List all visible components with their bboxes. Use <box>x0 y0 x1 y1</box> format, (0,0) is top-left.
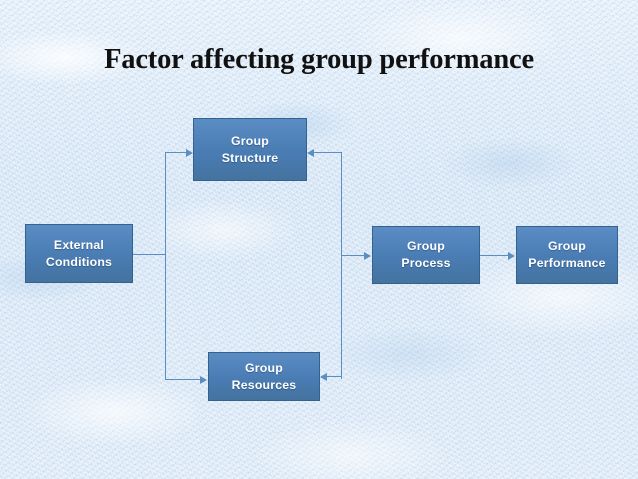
connector-external-stub <box>133 254 166 255</box>
connector-left-trunk <box>165 152 166 380</box>
arrowhead-into-group-resources-right <box>320 373 327 381</box>
connector-process-to-performance-line <box>480 255 509 256</box>
node-group-process-line2: Process <box>401 256 451 270</box>
node-group-performance[interactable]: Group Performance <box>516 226 618 284</box>
connector-resources-feedback-line <box>327 376 342 377</box>
arrowhead-into-group-performance <box>508 252 515 260</box>
arrowhead-into-group-structure-left <box>186 149 193 157</box>
arrowhead-into-group-resources-left <box>200 376 207 384</box>
node-group-structure-line1: Group <box>231 133 269 148</box>
node-external-conditions-line2: Conditions <box>45 254 113 269</box>
node-group-structure[interactable]: Group Structure <box>193 118 307 181</box>
node-group-resources[interactable]: Group Resources <box>208 352 320 401</box>
node-group-process-line1: Group <box>407 239 445 253</box>
arrowhead-into-group-process <box>364 252 371 260</box>
connector-external-to-structure-line <box>165 152 187 153</box>
node-external-conditions-line1: External <box>53 237 105 252</box>
connector-external-to-resources-line <box>165 379 201 380</box>
node-external-conditions[interactable]: External Conditions <box>25 224 133 283</box>
node-group-resources-line2: Resources <box>231 377 297 392</box>
connector-structure-feedback-line <box>314 152 342 153</box>
arrowhead-into-group-structure-right <box>307 149 314 157</box>
page-title: Factor affecting group performance <box>104 44 534 75</box>
node-group-performance-line1: Group <box>548 239 586 253</box>
node-group-structure-line2: Structure <box>221 150 279 165</box>
node-group-process[interactable]: Group Process <box>372 226 480 284</box>
node-group-resources-line1: Group <box>245 360 283 375</box>
connector-trunk-to-process-line <box>341 255 365 256</box>
connector-right-trunk <box>341 152 342 379</box>
node-group-performance-line2: Performance <box>528 256 606 270</box>
